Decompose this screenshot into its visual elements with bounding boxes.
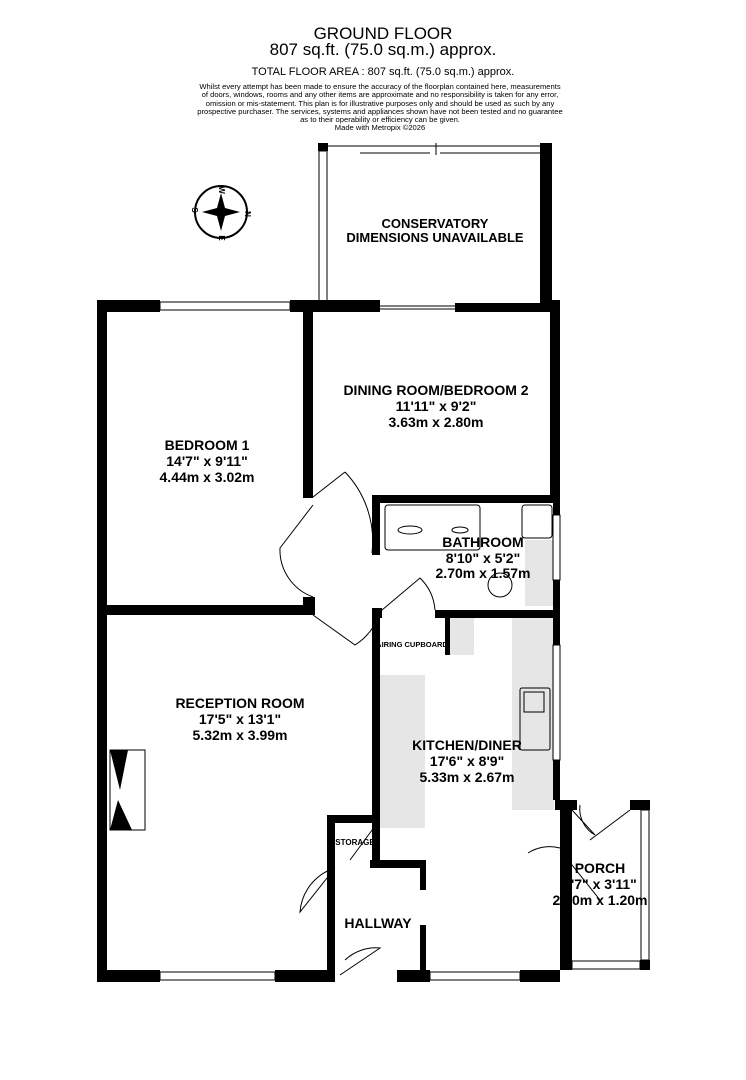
room-dim: 7'7" x 3'11" <box>563 876 637 892</box>
disclaimer-line: omission or mis-statement. This plan is … <box>205 98 555 108</box>
fixtures <box>384 504 553 751</box>
room-airing-cupboard: AIRING CUPBOARD <box>376 640 448 649</box>
disclaimer-line: prospective purchaser. The services, sys… <box>197 106 563 116</box>
room-dim-metric: 2.30m x 1.20m <box>553 892 648 908</box>
room-name: BATHROOM <box>442 534 523 550</box>
windows <box>159 143 650 981</box>
room-dining: DINING ROOM/BEDROOM 211'11" x 9'2"3.63m … <box>343 382 528 430</box>
room-name: DINING ROOM/BEDROOM 2 <box>343 382 528 398</box>
walls <box>97 143 650 982</box>
disclaimer-line: of doors, windows, rooms and any other i… <box>201 90 559 100</box>
room-dim-metric: 5.33m x 2.67m <box>420 769 515 785</box>
total-floor-area: TOTAL FLOOR AREA : 807 sq.ft. (75.0 sq.m… <box>251 66 515 78</box>
compass-s: S <box>190 207 199 213</box>
room-dim-metric: 3.63m x 2.80m <box>389 414 484 430</box>
room-dim: 17'6" x 8'9" <box>430 753 504 769</box>
disclaimer-line: Made with Metropix ©2026 <box>334 123 426 133</box>
room-bedroom-1: BEDROOM 114'7" x 9'11"4.44m x 3.02m <box>160 437 255 485</box>
room-dim: 11'11" x 9'2" <box>396 398 477 414</box>
doors <box>279 471 631 976</box>
disclaimer-line: Whilst every attempt has been made to en… <box>199 82 561 91</box>
compass-w: W <box>217 186 226 194</box>
disclaimer-line: as to their operability or efficiency ca… <box>300 115 460 125</box>
counters <box>380 540 554 828</box>
floor-title: GROUND FLOOR <box>313 24 453 43</box>
room-name: CONSERVATORY <box>382 216 489 231</box>
room-name: BEDROOM 1 <box>165 437 250 453</box>
room-dim: 17'5" x 13'1" <box>199 711 281 727</box>
room-dim: 14'7" x 9'11" <box>166 453 247 469</box>
compass-n: N <box>243 211 252 217</box>
room-name: KITCHEN/DINER <box>412 737 522 753</box>
room-dim: DIMENSIONS UNAVAILABLE <box>346 230 524 245</box>
room-name: RECEPTION ROOM <box>175 695 304 711</box>
room-dim-metric: 4.44m x 3.02m <box>160 469 255 485</box>
compass-e: E <box>217 235 226 241</box>
room-hallway: HALLWAY <box>344 915 412 931</box>
room-dim-metric: 5.32m x 3.99m <box>193 727 288 743</box>
floor-area: 807 sq.ft. (75.0 sq.m.) approx. <box>269 40 497 59</box>
room-dim-metric: 2.70m x 1.57m <box>436 565 531 581</box>
room-name: PORCH <box>575 860 626 876</box>
disclaimer: Whilst every attempt has been made to en… <box>0 82 746 133</box>
room-storage: STORAGE <box>335 838 375 847</box>
compass-icon: W N E S <box>190 185 252 241</box>
room-dim: 8'10" x 5'2" <box>446 550 520 566</box>
